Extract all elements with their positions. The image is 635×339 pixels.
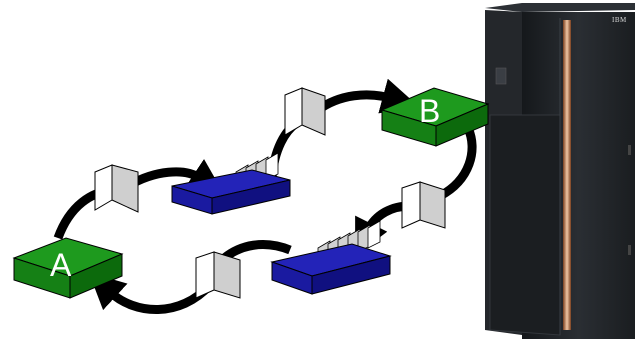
mainframe-brand: IBM [612,16,627,24]
gateway-panel-icon [284,87,303,136]
gateway-3 [401,181,446,229]
arrow-gw4-to-a [88,272,214,314]
message-queue-1 [171,152,291,215]
node-a: A [12,237,124,299]
node-a-label: A [50,247,72,283]
gateway-1 [94,164,139,213]
mainframe-control-panel [495,67,507,85]
gateway-4 [195,251,241,299]
arrow-gw2-to-b [315,78,418,114]
gateway-panel-icon [195,251,215,299]
message-queue-2 [270,220,392,295]
gateway-panel-icon [94,164,113,211]
gateway-panel-icon [401,181,421,229]
gateway-2 [284,87,326,136]
mainframe-light-strip [563,20,571,330]
mainframe-server: IBM [485,3,635,339]
node-b: B [380,87,490,147]
arrow-b-to-gw3 [437,126,477,200]
node-b-label: B [419,93,440,129]
